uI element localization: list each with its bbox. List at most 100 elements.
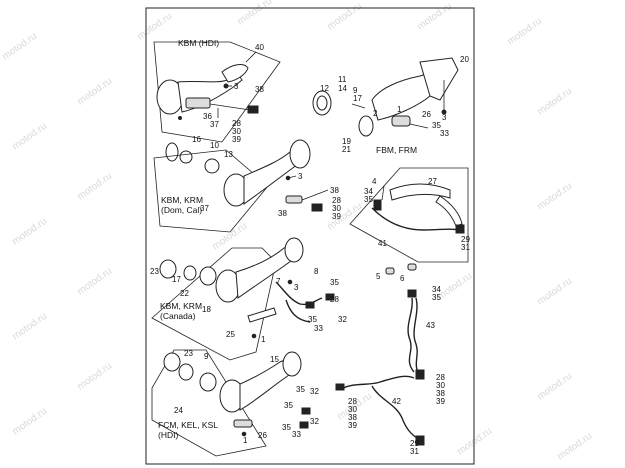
group-fbm-frm: 12 11 14 9 17 20 2 1 26 35 33 3 19 21 FB… — [312, 55, 469, 155]
connector — [247, 105, 259, 114]
page-frame — [145, 7, 475, 465]
connector — [373, 199, 382, 211]
callout-5: 5 — [376, 272, 381, 281]
callout-33: 33 — [314, 324, 323, 333]
bulb-5 — [385, 267, 395, 275]
callout-35: 35 — [308, 315, 317, 324]
callout-31: 31 — [461, 243, 470, 252]
group-kbm-hdi: KBM (HDI) 40 3 36 37 38 28 30 39 — [153, 38, 281, 144]
wire-harness-42 — [339, 375, 415, 391]
bracket-arm — [435, 195, 463, 227]
callout-9: 9 — [353, 86, 358, 95]
screw — [287, 279, 293, 285]
wire-harness — [275, 281, 323, 306]
watermark-text: motod.ru — [325, 1, 364, 33]
callout-31: 31 — [410, 447, 419, 456]
group-outline — [349, 167, 469, 263]
watermark-text: motod.ru — [235, 0, 274, 27]
watermark-text: motod.ru — [455, 426, 494, 458]
callout-8: 8 — [314, 267, 319, 276]
lens-ring — [159, 259, 177, 279]
connector — [415, 369, 425, 380]
connector — [455, 224, 465, 234]
screw — [223, 83, 229, 89]
callout-3: 3 — [442, 113, 447, 122]
leader-line — [209, 103, 251, 111]
screw — [241, 431, 247, 437]
callout-34: 34 — [364, 187, 373, 196]
callout-3: 3 — [294, 283, 299, 292]
connector — [325, 293, 335, 301]
leader-line — [351, 103, 366, 109]
callout-35: 35 — [432, 293, 441, 302]
group-wiring-bracket: 4 34 35 27 29 31 41 — [349, 167, 470, 263]
watermark-text: motod.ru — [535, 276, 574, 308]
wire-harness-42 — [371, 385, 421, 441]
watermark-text: motod.ru — [415, 1, 454, 33]
callout-35: 35 — [296, 385, 305, 394]
connector — [301, 407, 311, 415]
callout-4: 4 — [372, 177, 377, 186]
caption-fcm-1: FCM, KEL, KSL — [158, 420, 218, 430]
callout-32: 32 — [310, 417, 319, 426]
watermark-text: motod.ru — [10, 121, 49, 153]
watermark-text: motod.ru — [75, 76, 114, 108]
callout-33: 33 — [292, 430, 301, 439]
callout-38: 38 — [436, 389, 445, 398]
group-outline — [151, 349, 267, 457]
callout-37: 37 — [200, 204, 209, 213]
callout-36: 36 — [203, 112, 212, 121]
caption-fcm-2: (HDI) — [158, 430, 178, 440]
screw — [285, 175, 291, 181]
callout-28: 28 — [332, 196, 341, 205]
wire-harness-43 — [407, 297, 415, 373]
callout-23: 23 — [150, 267, 159, 276]
callout-12: 12 — [320, 84, 329, 93]
callout-28: 28 — [330, 295, 339, 304]
callout-16: 16 — [192, 135, 201, 144]
watermark-text: motod.ru — [555, 431, 594, 463]
connector — [335, 383, 345, 391]
bulb — [179, 150, 193, 164]
callout-37: 37 — [210, 120, 219, 129]
callout-18: 18 — [202, 305, 211, 314]
callout-41: 41 — [378, 239, 387, 248]
wire-clip-bracket — [389, 183, 451, 201]
callout-29: 29 — [410, 439, 419, 448]
watermark-text: motod.ru — [10, 216, 49, 248]
turn-signal-lens-2 — [289, 139, 311, 169]
watermark-text: motod.ru — [10, 406, 49, 438]
watermark-text: motod.ru — [0, 31, 39, 63]
callout-27: 27 — [428, 177, 437, 186]
callout-14: 14 — [338, 84, 347, 93]
callout-38: 38 — [348, 413, 357, 422]
callout-26: 26 — [258, 431, 267, 440]
callout-28: 28 — [436, 373, 445, 382]
callout-15: 15 — [270, 355, 279, 364]
group-outline — [153, 149, 269, 233]
watermark-text: motod.ru — [75, 361, 114, 393]
callout-1: 1 — [243, 436, 248, 445]
group-kbm-krm-canada: 23 17 22 18 7 8 3 35 28 32 35 33 25 1 KB… — [150, 237, 347, 361]
callout-35: 35 — [330, 278, 339, 287]
callout-26: 26 — [422, 110, 431, 119]
callout-39: 39 — [348, 421, 357, 430]
watermark-text: motod.ru — [535, 181, 574, 213]
lens-ring — [163, 352, 181, 372]
callout-23: 23 — [184, 349, 193, 358]
socket — [199, 266, 217, 286]
callout-33: 33 — [440, 129, 449, 138]
leader-line — [381, 185, 385, 201]
callout-1: 1 — [261, 335, 266, 344]
caption-kbm-krm-canada-1: KBM, KRM — [160, 301, 202, 311]
connector — [415, 435, 425, 446]
callout-20: 20 — [460, 55, 469, 64]
callout-40: 40 — [255, 43, 264, 52]
callout-34: 34 — [432, 285, 441, 294]
screw — [251, 333, 257, 339]
callout-35: 35 — [364, 195, 373, 204]
callout-32: 32 — [310, 387, 319, 396]
callout-32: 32 — [338, 315, 347, 324]
screw — [178, 116, 182, 120]
mount-plate — [419, 57, 459, 101]
